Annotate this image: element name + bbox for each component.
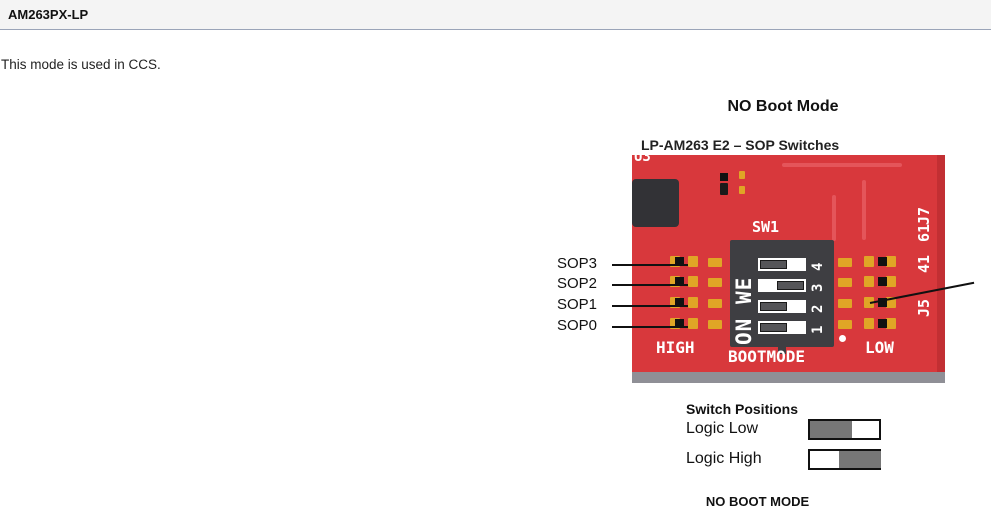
dip-switch-sw1: ON WE 4 3 2 1 (730, 240, 834, 354)
section-header: AM263PX-LP (0, 0, 991, 30)
silk-low: LOW (865, 338, 894, 357)
sop0-leader-line (612, 326, 688, 328)
legend-logic-high-label: Logic High (686, 450, 762, 467)
silk-41: 41 (915, 254, 933, 273)
resistor-pad (708, 299, 722, 308)
switch-knob (760, 323, 787, 332)
silk-high: HIGH (656, 338, 695, 357)
pad (688, 276, 698, 287)
switch-knob (760, 302, 787, 311)
pcb-trace (782, 163, 902, 167)
u3-chip (632, 179, 679, 227)
pad (864, 318, 874, 329)
header-pin (878, 319, 887, 328)
pad (864, 276, 874, 287)
silk-u3: U3 (634, 155, 651, 165)
sop1-label: SOP1 (557, 296, 598, 313)
resistor-pad (708, 320, 722, 329)
switch-number: 1 (810, 325, 826, 334)
board-caption: LP-AM263 E2 – SOP Switches (641, 137, 840, 153)
board-photo: U3 SW1 J7 61 41 J5 ON WE (632, 155, 945, 383)
header-pin (675, 298, 684, 307)
pin1-dot (839, 335, 846, 342)
legend-title: Switch Positions (686, 401, 799, 417)
pad (886, 297, 896, 308)
switch-number: 3 (810, 283, 826, 292)
switch-number: 4 (810, 262, 826, 271)
header-pin (878, 298, 887, 307)
small-component (720, 183, 728, 195)
pad (688, 256, 698, 267)
header-pin (878, 257, 887, 266)
pad (886, 276, 896, 287)
header-pin (675, 319, 684, 328)
legend-logic-low-swatch (808, 419, 881, 440)
pad (688, 297, 698, 308)
smd-pad (739, 171, 745, 179)
resistor-pad (838, 299, 852, 308)
pad (688, 318, 698, 329)
board-edge-bottom (632, 372, 945, 383)
small-component (720, 173, 728, 181)
header-pin (675, 257, 684, 266)
pcb-trace (832, 195, 836, 241)
silk-61: 61 (915, 223, 933, 242)
header-pin (675, 277, 684, 286)
silk-we: WE (732, 276, 756, 305)
pad (886, 318, 896, 329)
board-edge (937, 155, 945, 372)
section-title: AM263PX-LP (8, 7, 89, 22)
switch-knob (777, 281, 804, 290)
silk-j5: J5 (915, 298, 933, 317)
sop3-label: SOP3 (557, 255, 598, 272)
figure-title: NO Boot Mode (727, 98, 839, 115)
pad (864, 256, 874, 267)
sop2-label: SOP2 (557, 275, 598, 292)
sop2-leader-line (612, 284, 688, 286)
pad (886, 256, 896, 267)
resistor-pad (838, 320, 852, 329)
legend-logic-high-swatch (808, 449, 881, 470)
resistor-pad (838, 278, 852, 287)
sop3-leader-line (612, 264, 688, 266)
figure-caption: NO BOOT MODE (705, 494, 810, 509)
sop1-leader-line (612, 305, 688, 307)
silk-on: ON (732, 317, 756, 345)
switch-tab (778, 347, 786, 354)
legend-high-fill (839, 451, 881, 468)
switch-number: 2 (810, 304, 826, 313)
intro-text: This mode is used in CCS. (1, 57, 161, 72)
resistor-pad (708, 278, 722, 287)
silk-bootmode: BOOTMODE (728, 347, 806, 366)
switch-slot-3 (758, 279, 806, 292)
switch-slot-2 (758, 300, 806, 313)
switch-knob (760, 260, 787, 269)
legend-logic-low-label: Logic Low (686, 420, 759, 437)
silk-sw1: SW1 (752, 218, 780, 236)
pcb-trace (862, 180, 866, 240)
pad (864, 297, 874, 308)
header-pin (878, 277, 887, 286)
switch-slot-4 (758, 258, 806, 271)
silk-j7: J7 (915, 206, 933, 225)
silk-on-we: ON WE (732, 277, 756, 345)
resistor-pad (708, 258, 722, 267)
legend-low-fill (810, 421, 852, 438)
smd-pad (739, 186, 745, 194)
sop0-label: SOP0 (557, 317, 598, 334)
switch-slot-1 (758, 321, 806, 334)
resistor-pad (838, 258, 852, 267)
